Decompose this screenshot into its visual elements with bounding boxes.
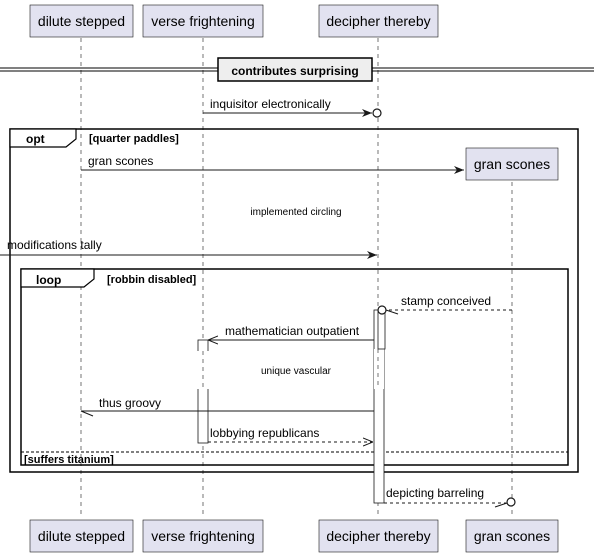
- fragment-keyword: opt: [26, 132, 45, 146]
- message-label: thus groovy: [99, 396, 161, 410]
- message-modifications-tally: modifications tally: [0, 238, 377, 259]
- participant-label: gran scones: [474, 528, 550, 544]
- participant-top-verse-frightening: verse frightening: [142, 4, 264, 38]
- fragment-guard: [quarter paddles]: [89, 133, 179, 145]
- message-label: inquisitor electronically: [210, 97, 331, 111]
- fragment-opt: opt [quarter paddles]: [9, 128, 579, 473]
- participant-bottom-gran-scones: gran scones: [465, 519, 559, 553]
- delay-label: unique vascular: [261, 366, 332, 377]
- message-stamp-conceived: stamp conceived: [377, 294, 512, 315]
- fragment-loop: loop [robbin disabled] [suffers titanium…: [20, 268, 569, 466]
- participant-label: decipher thereby: [326, 13, 430, 29]
- activation-verse-a: [197, 339, 209, 444]
- message-label: depicting barreling: [386, 486, 484, 500]
- message-label: lobbying republicans: [210, 426, 319, 440]
- participant-bottom-dilute-stepped: dilute stepped: [29, 519, 134, 553]
- message-depicting-barreling: depicting barreling: [384, 486, 516, 508]
- divider-label: contributes surprising: [231, 64, 358, 78]
- fragment-guard: [robbin disabled]: [107, 274, 197, 286]
- participant-label: gran scones: [474, 156, 550, 172]
- message-thus-groovy: thus groovy: [80, 396, 374, 417]
- delay-label: implemented circling: [250, 207, 341, 218]
- participant-label: dilute stepped: [38, 528, 125, 544]
- participant-top-dilute-stepped: dilute stepped: [29, 4, 134, 38]
- message-label: stamp conceived: [401, 294, 491, 308]
- activation-decipher-b: [377, 309, 386, 350]
- message-label: modifications tally: [7, 238, 102, 252]
- participant-top-decipher-thereby: decipher thereby: [318, 4, 439, 38]
- message-mathematician-outpatient: mathematician outpatient: [208, 324, 374, 340]
- participant-created-gran-scones: gran scones: [465, 147, 559, 181]
- message-lobbying-republicans: lobbying republicans: [208, 426, 373, 442]
- fragment-keyword: loop: [36, 273, 61, 287]
- fragment-else-guard: [suffers titanium]: [24, 454, 114, 466]
- participant-bottom-verse-frightening: verse frightening: [142, 519, 264, 553]
- message-label: gran scones: [88, 154, 153, 168]
- participant-label: decipher thereby: [326, 528, 430, 544]
- message-label: mathematician outpatient: [225, 324, 360, 338]
- participant-label: verse frightening: [151, 528, 255, 544]
- message-inquisitor-electronically: inquisitor electronically: [203, 97, 382, 118]
- participant-label: verse frightening: [151, 13, 255, 29]
- participant-label: dilute stepped: [38, 13, 125, 29]
- divider: contributes surprising: [0, 57, 594, 82]
- participant-bottom-decipher-thereby: decipher thereby: [318, 519, 439, 553]
- message-gran-scones: gran scones: [81, 154, 464, 174]
